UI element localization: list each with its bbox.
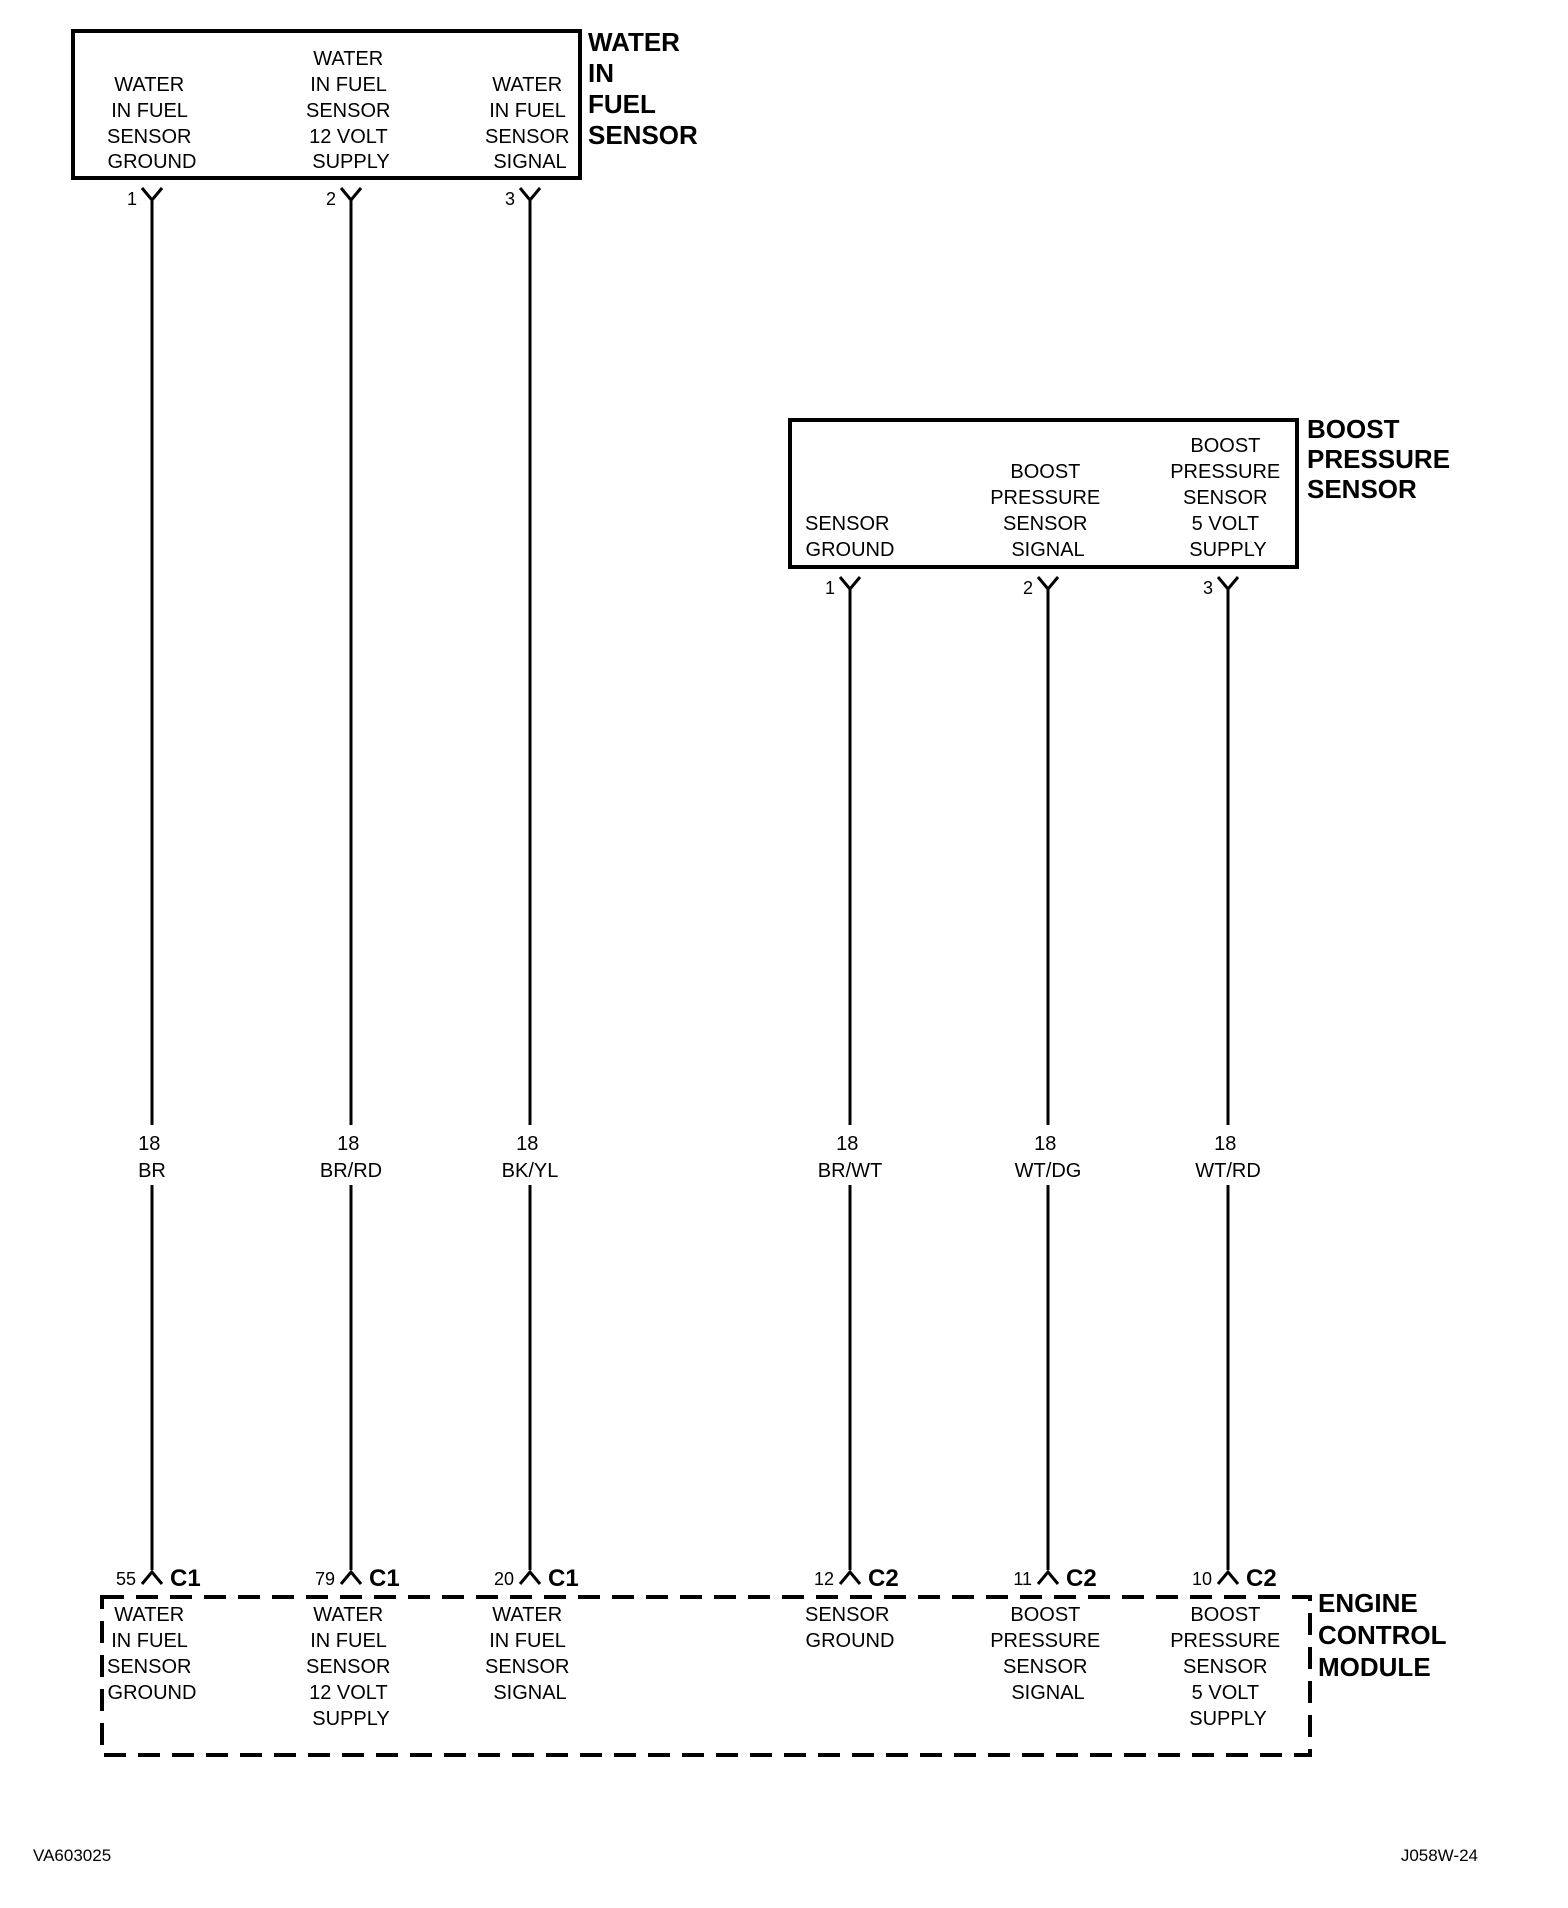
ecm-pin-11-label: BOOST PRESSURE SENSOR SIGNAL — [990, 1604, 1106, 1704]
ecm-pin-55-number: 55 — [116, 1569, 136, 1589]
ecm-pin-55-connector — [140, 1569, 164, 1585]
bps-pin-2-label: BOOST PRESSURE SENSOR SIGNAL — [990, 461, 1106, 561]
wif-pin-2-label: WATER IN FUEL SENSOR 12 VOLT SUPPLY — [306, 48, 396, 173]
wif-pin-1-number: 1 — [127, 189, 137, 209]
ecm-pin-79-label: WATER IN FUEL SENSOR 12 VOLT SUPPLY — [306, 1604, 396, 1730]
wif-pin-1-connector — [140, 187, 164, 203]
ecm-pin-79-number: 79 — [315, 1569, 335, 1589]
ecm-pin-20-label: WATER IN FUEL SENSOR SIGNAL — [485, 1604, 575, 1704]
ecm-pin-79-connector — [339, 1569, 363, 1585]
water-in-fuel-sensor-title: WATER IN FUEL SENSOR — [588, 27, 698, 150]
bps-pin-2-number: 2 — [1023, 578, 1033, 598]
ecm-pin-12-label: SENSOR GROUND — [805, 1604, 895, 1652]
boost-pressure-sensor: BOOST PRESSURE SENSOR SENSOR GROUND BOOS… — [788, 414, 1457, 598]
ecm-pin-55-label: WATER IN FUEL SENSOR GROUND — [107, 1604, 197, 1704]
footer-right-code: J058W-24 — [1401, 1846, 1478, 1865]
ecm-pin-79-connector-id: C1 — [369, 1565, 400, 1592]
water-in-fuel-sensor: WATER IN FUEL SENSOR WATER IN FUEL SENSO… — [71, 27, 698, 209]
ecm-pin-12-number: 12 — [814, 1569, 834, 1589]
wire-4-label: 18 BR/WT — [818, 1133, 882, 1182]
ecm-pin-11-connector — [1036, 1569, 1060, 1585]
ecm-pin-55-connector-id: C1 — [170, 1565, 201, 1592]
ecm-pin-20-connector — [518, 1569, 542, 1585]
ecm-pin-10-connector — [1216, 1569, 1240, 1585]
water-in-fuel-sensor-box — [71, 29, 582, 180]
bps-pin-1-number: 1 — [825, 578, 835, 598]
ecm-pin-12-connector-id: C2 — [868, 1565, 899, 1592]
wires — [150, 200, 1230, 1570]
ecm-pin-11-number: 11 — [1013, 1569, 1032, 1589]
bps-pin-2-connector — [1036, 576, 1060, 592]
wif-pin-3-connector — [518, 187, 542, 203]
bps-pin-3-label: BOOST PRESSURE SENSOR 5 VOLT SUPPLY — [1170, 435, 1286, 561]
wire-1-label: 18 BR — [138, 1133, 166, 1182]
ecm-pin-10-number: 10 — [1192, 1569, 1212, 1589]
ecm-pin-20-number: 20 — [494, 1569, 514, 1589]
ecm-pin-20-connector-id: C1 — [548, 1565, 579, 1592]
bps-pin-1-label: SENSOR GROUND — [805, 513, 895, 561]
wire-6-label: 18 WT/RD — [1195, 1133, 1261, 1182]
bps-pin-3-number: 3 — [1203, 578, 1213, 598]
boost-pressure-sensor-box — [788, 418, 1299, 569]
ecm-box — [100, 1595, 1312, 1757]
ecm-pin-10-connector-id: C2 — [1246, 1565, 1277, 1592]
bps-pin-1-connector — [838, 576, 862, 592]
wif-pin-3-label: WATER IN FUEL SENSOR SIGNAL — [485, 74, 575, 173]
ecm-pin-11-connector-id: C2 — [1066, 1565, 1097, 1592]
wif-pin-2-connector — [339, 187, 363, 203]
boost-pressure-sensor-title: BOOST PRESSURE SENSOR — [1307, 414, 1457, 504]
wif-pin-2-number: 2 — [326, 189, 336, 209]
wif-pin-1-label: WATER IN FUEL SENSOR GROUND — [107, 74, 197, 173]
wire-3-label: 18 BK/YL — [502, 1133, 559, 1182]
wire-5-label: 18 WT/DG — [1015, 1133, 1082, 1182]
wire-labels: 18 BR 18 BR/RD 18 BK/YL 18 BR/WT 18 WT/D… — [138, 1133, 1261, 1182]
bps-pin-3-connector — [1216, 576, 1240, 592]
wif-pin-3-number: 3 — [505, 189, 515, 209]
footer-left-code: VA603025 — [33, 1846, 111, 1865]
ecm-pin-10-label: BOOST PRESSURE SENSOR 5 VOLT SUPPLY — [1170, 1604, 1286, 1730]
wire-2-label: 18 BR/RD — [320, 1133, 382, 1182]
ecm-pin-12-connector — [838, 1569, 862, 1585]
ecm-title: ENGINE CONTROL MODULE — [1318, 1588, 1453, 1682]
engine-control-module: ENGINE CONTROL MODULE 55 79 20 12 11 10 … — [100, 1565, 1453, 1757]
